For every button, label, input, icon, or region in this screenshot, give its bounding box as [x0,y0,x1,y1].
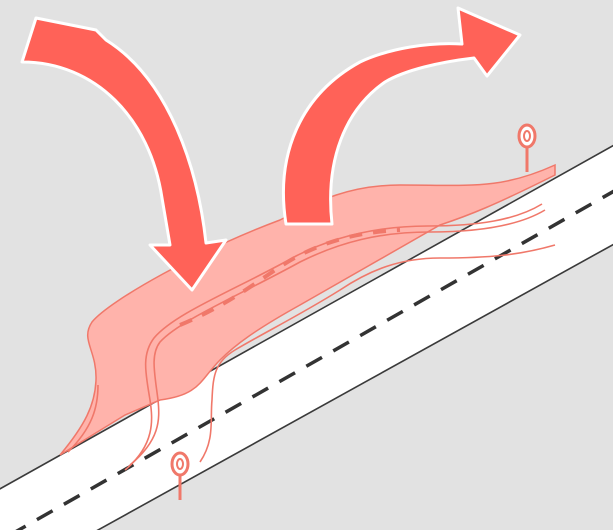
detour-center-line [179,228,401,327]
curved-arrow-up-right-icon [282,6,522,226]
road-center-line [15,189,613,530]
road-edge-lower [96,243,613,530]
detour-lane-3 [199,244,556,463]
detour-lane-2 [124,203,543,471]
curved-arrow-down-icon [20,16,228,292]
detour-zone [59,163,556,456]
detour-lane-1 [129,209,546,466]
road [0,146,613,530]
detour-lane-entry [67,384,99,453]
location-pin-icon [517,123,537,172]
road-edge-upper [0,144,613,490]
location-pin-icon [170,451,190,500]
